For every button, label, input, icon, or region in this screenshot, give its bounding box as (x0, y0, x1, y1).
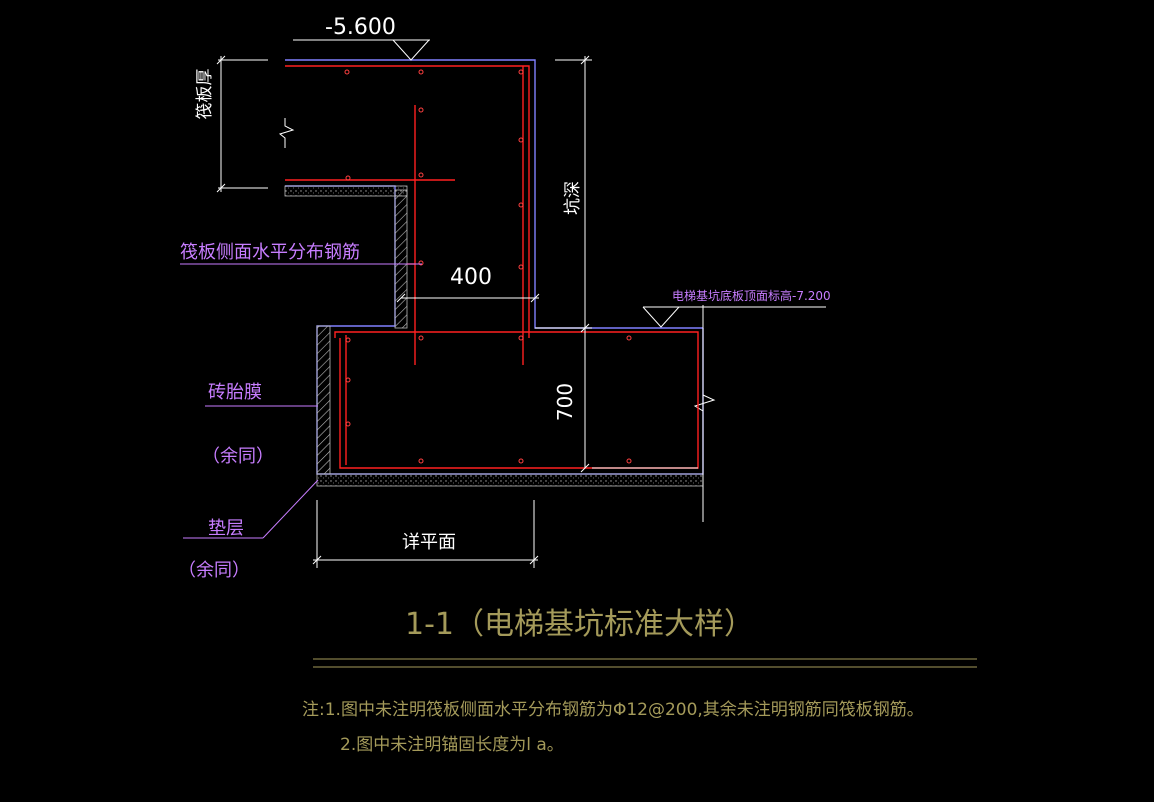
pit-depth-label: 坑深 (563, 181, 583, 215)
note-line-1: 注:1.图中未注明筏板侧面水平分布钢筋为Φ12@200,其余未注明钢筋同筏板钢筋… (302, 700, 924, 720)
break-symbol-top (280, 118, 293, 148)
same-note-2: （余同） (178, 560, 250, 581)
brick-membrane-label: 砖胎膜 (208, 382, 262, 403)
brick-membrane-upper (395, 190, 407, 328)
plan-detail-label: 详平面 (402, 532, 456, 553)
cushion-upper (285, 186, 407, 196)
raft-thickness-label: 筏板厚 (195, 69, 215, 120)
concrete-outline (285, 60, 703, 474)
brick-membrane-lower (317, 326, 330, 474)
dim-700-label: 700 (553, 383, 577, 421)
raft-side-rebar-label: 筏板侧面水平分布钢筋 (180, 242, 360, 263)
title-underline (313, 659, 977, 667)
dim-400-label: 400 (450, 265, 492, 290)
pit-bottom-elev-label: 电梯基坑底板顶面标高-7.200 (672, 288, 831, 303)
dimension-lines (217, 40, 826, 568)
cushion-label: 垫层 (208, 518, 244, 539)
same-note-1: （余同） (202, 446, 274, 467)
cushion-lower (317, 474, 703, 486)
note-line-2: 2.图中未注明锚固长度为l a。 (340, 735, 564, 755)
drawing-title: 1-1（电梯基坑标准大样） (405, 607, 754, 642)
top-elevation-label: -5.600 (325, 15, 396, 40)
